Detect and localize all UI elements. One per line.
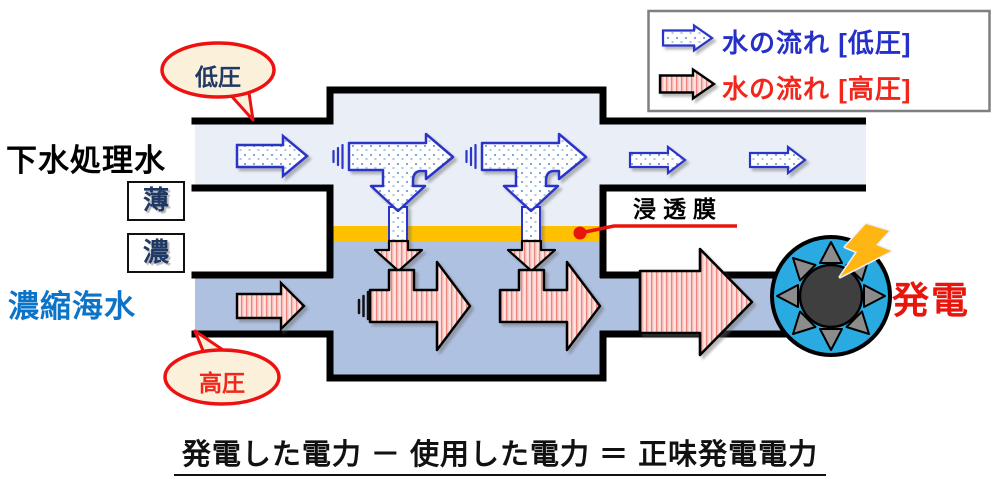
high-pressure-flow-arrows <box>235 247 754 357</box>
membrane-crossing-duct <box>388 206 408 245</box>
legend-box <box>647 9 991 113</box>
branching-flow-set-2 <box>480 132 588 273</box>
osmotic-membrane-bar <box>333 226 600 242</box>
formula-text: 発電した電力 － 使用した電力 ＝ 正味発電電力 <box>173 439 827 476</box>
callout-dot <box>573 226 587 240</box>
flow-arrow-low-outlet-1 <box>628 144 687 176</box>
speed-lines-high <box>357 290 370 321</box>
osmotic-membrane-label: 浸透膜 <box>633 196 723 222</box>
net-power-formula: 発電した電力 － 使用した電力 ＝ 正味発電電力 <box>0 431 1000 476</box>
branching-flow-arrow <box>480 132 588 213</box>
speed-lines-low <box>332 143 477 170</box>
legend-frame <box>647 9 991 113</box>
low-pressure-bubble-label: 低圧 <box>195 64 241 90</box>
lightning-icon <box>838 222 893 279</box>
power-generation-label: 発電 <box>892 280 970 321</box>
dilute-tag: 薄 <box>127 181 185 221</box>
flow-arrow-high-to-turbine <box>638 247 754 357</box>
branching-flow-arrow <box>347 132 455 213</box>
permeate-down-arrow <box>373 239 424 273</box>
turbine-hub <box>798 263 864 329</box>
dense-tag: 濃 <box>127 233 185 273</box>
legend-high-pressure-arrow-icon <box>658 67 717 101</box>
permeate-down-arrow <box>506 239 557 273</box>
flow-arrow-high-inlet <box>235 280 306 332</box>
branching-flow-set-1 <box>347 132 455 273</box>
treated-sewage-water-label: 下水処理水 <box>6 143 166 178</box>
callout-line <box>579 224 737 235</box>
membrane-callout <box>573 224 737 240</box>
low-pressure-bubble <box>160 41 276 122</box>
legend-high-pressure-label: 水の流れ [高圧] <box>722 74 912 104</box>
legend-low-pressure-label: 水の流れ [低圧] <box>722 28 912 58</box>
legend-low-pressure-arrow-icon <box>661 23 714 53</box>
turbine-icon <box>770 222 893 357</box>
merged-flow-arrow-2 <box>498 260 602 352</box>
merged-flow-arrow-1 <box>368 260 472 352</box>
flow-arrow-low-inlet <box>235 133 309 179</box>
membrane-crossing-duct <box>521 206 541 245</box>
high-pressure-bubble <box>163 329 281 406</box>
low-pressure-flow-arrows <box>235 132 807 273</box>
pipe-walls <box>191 86 866 382</box>
concentrated-seawater-label: 濃縮海水 <box>8 289 136 324</box>
high-pressure-bubble-label: 高圧 <box>199 370 245 396</box>
flow-arrow-low-outlet-2 <box>748 144 807 176</box>
